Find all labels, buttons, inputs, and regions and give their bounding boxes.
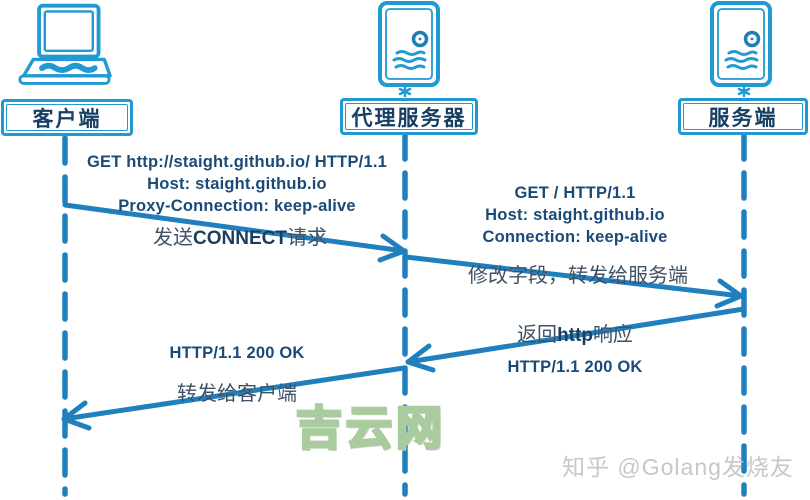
http-line: GET http://staight.github.io/ HTTP/1.1 bbox=[87, 153, 387, 171]
actor-box-server: 服务端 bbox=[678, 98, 808, 135]
actor-label-client: 客户端 bbox=[32, 105, 102, 131]
label-keyword: http bbox=[557, 325, 593, 346]
actor-box-client: 客户端 bbox=[1, 99, 133, 136]
label-suffix: 请求 bbox=[286, 225, 327, 249]
label-prefix: 转发给客户端 bbox=[177, 381, 297, 405]
label-suffix: 响应 bbox=[592, 322, 633, 346]
message-label-return-http: 返回http响应 bbox=[405, 318, 745, 347]
connector-mark-server bbox=[737, 85, 751, 98]
http-line: Host: staight.github.io bbox=[485, 206, 665, 224]
connector-mark-proxy bbox=[398, 85, 412, 98]
message-arrow-server-to-proxy bbox=[405, 306, 747, 373]
actor-label-server: 服务端 bbox=[708, 104, 778, 130]
http-status-right: HTTP/1.1 200 OK bbox=[405, 356, 745, 378]
http-line: Proxy-Connection: keep-alive bbox=[118, 197, 356, 215]
actor-box-proxy: 代理服务器 bbox=[340, 98, 478, 135]
http-line: HTTP/1.1 200 OK bbox=[507, 358, 643, 376]
watermark: 吉云网 bbox=[295, 401, 446, 456]
http-line: HTTP/1.1 200 OK bbox=[169, 344, 305, 362]
label-keyword: CONNECT bbox=[193, 228, 287, 249]
label-prefix: 修改字段，转发给服务端 bbox=[468, 263, 688, 287]
client-laptop-icon bbox=[16, 3, 112, 91]
proxy-server-icon bbox=[377, 1, 441, 89]
server-icon bbox=[709, 1, 773, 89]
message-arrow-proxy-to-server bbox=[403, 254, 744, 309]
http-line: Connection: keep-alive bbox=[482, 228, 668, 246]
actor-label-proxy: 代理服务器 bbox=[351, 104, 467, 130]
message-arrow-client-to-proxy bbox=[62, 202, 407, 263]
label-prefix: 发送 bbox=[153, 225, 194, 249]
http-line: GET / HTTP/1.1 bbox=[514, 184, 636, 202]
http-status-left: HTTP/1.1 200 OK bbox=[67, 342, 407, 364]
http-line: Host: staight.github.io bbox=[147, 175, 327, 193]
label-prefix: 返回 bbox=[517, 322, 558, 346]
credit-text: 知乎 @Golang发烧友 bbox=[562, 454, 794, 480]
http-request-block-1: GET http://staight.github.io/ HTTP/1.1 H… bbox=[67, 151, 407, 217]
http-request-block-2: GET / HTTP/1.1 Host: staight.github.io C… bbox=[405, 182, 745, 248]
message-label-forward-client: 转发给客户端 bbox=[67, 377, 407, 406]
message-label-modify-forward: 修改字段，转发给服务端 bbox=[408, 259, 748, 288]
message-label-send-connect: 发送CONNECT请求 bbox=[70, 221, 410, 250]
message-arrow-proxy-to-client bbox=[61, 365, 407, 431]
